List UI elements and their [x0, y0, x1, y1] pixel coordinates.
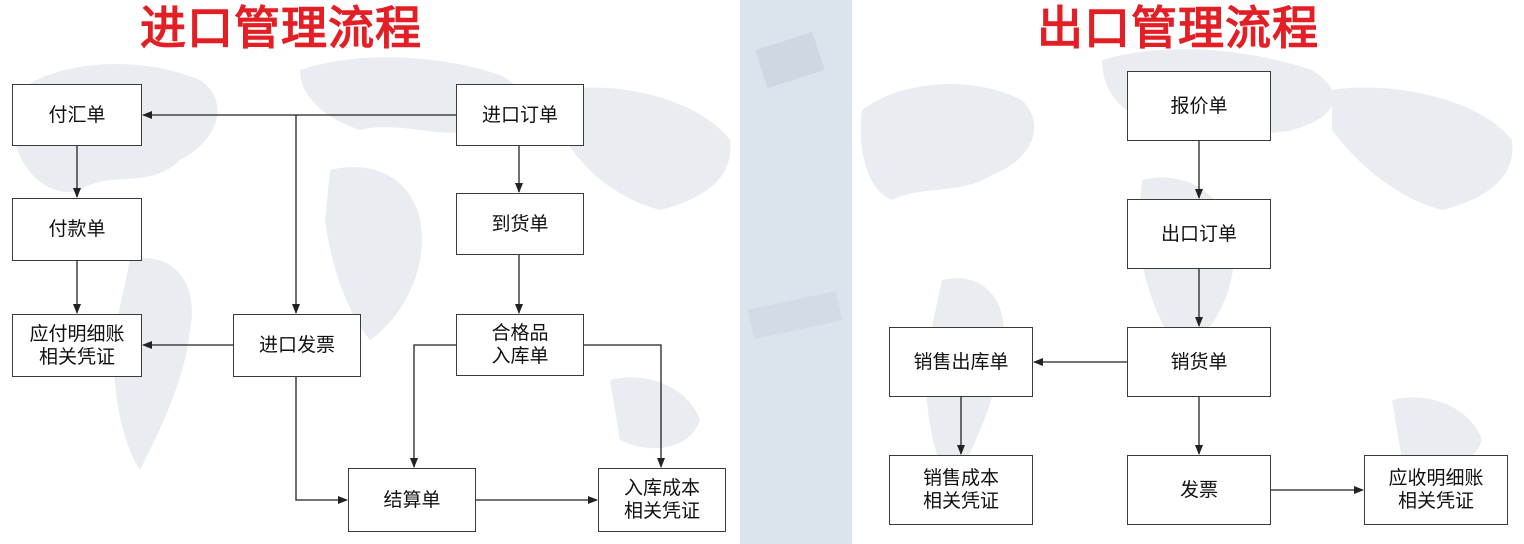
node-label-line-2: 相关凭证 — [1397, 490, 1474, 512]
import-flow-panel: 进口管理流程 付汇单 进口订单 付款单 到货单 应 — [0, 0, 740, 544]
node-label: 报价单 — [1170, 94, 1228, 117]
node-label-line-1: 入库成本 — [623, 477, 700, 500]
export-flow-title: 出口管理流程 — [1037, 1, 1319, 55]
node-sales: 销货单 — [1127, 327, 1271, 397]
node-label-line-2: 相关凭证 — [623, 500, 700, 522]
connector-inbound-to-cost — [583, 344, 665, 468]
node-import-order: 进口订单 — [456, 84, 584, 146]
node-label: 出口订单 — [1160, 222, 1237, 245]
import-flow-title: 进口管理流程 — [140, 1, 422, 55]
node-label-line-1: 应收明细账 — [1388, 467, 1484, 490]
node-label: 结算单 — [383, 488, 441, 511]
export-flow-connectors — [957, 141, 1364, 494]
node-sales-outbound: 销售出库单 — [889, 327, 1033, 397]
node-invoice: 发票 — [1127, 455, 1271, 525]
node-payment: 付款单 — [12, 198, 142, 261]
node-payment-remit: 付汇单 — [12, 84, 142, 146]
node-export-order: 出口订单 — [1127, 199, 1271, 269]
export-flow-panel: 出口管理流程 报价单 出口订单 销售出库单 销货单 销售成本 相关凭证 发票 — [852, 0, 1524, 544]
node-settlement: 结算单 — [348, 468, 476, 532]
node-label-line-2: 相关凭证 — [922, 490, 999, 512]
connector-inbound-to-settlement — [410, 344, 456, 468]
import-flow-connectors — [73, 111, 665, 504]
node-label: 销货单 — [1170, 350, 1228, 373]
node-label: 到货单 — [491, 212, 549, 235]
node-label: 付款单 — [48, 218, 106, 241]
node-inbound-cost: 入库成本 相关凭证 — [598, 468, 726, 532]
node-import-invoice: 进口发票 — [233, 314, 361, 377]
node-label-line-1: 销售成本 — [922, 467, 999, 490]
node-label-line-2: 入库单 — [491, 345, 549, 367]
node-label: 进口发票 — [258, 334, 335, 357]
node-qualified-inbound: 合格品 入库单 — [456, 314, 584, 376]
node-payable-ledger: 应付明细账 相关凭证 — [12, 314, 142, 377]
node-arrival: 到货单 — [456, 193, 584, 255]
background-strip — [740, 0, 852, 544]
node-label-line-1: 合格品 — [491, 322, 549, 345]
node-sales-cost: 销售成本 相关凭证 — [889, 455, 1033, 525]
node-label: 进口订单 — [481, 103, 558, 126]
node-label-line-2: 相关凭证 — [38, 345, 115, 368]
node-label: 付汇单 — [48, 103, 106, 126]
connector-invoice-to-settlement — [295, 376, 348, 504]
node-label: 销售出库单 — [913, 350, 1009, 373]
node-label: 发票 — [1179, 478, 1218, 501]
node-quotation: 报价单 — [1127, 71, 1271, 141]
node-label-line-1: 应付明细账 — [29, 322, 125, 345]
node-receivable-ledger: 应收明细账 相关凭证 — [1364, 455, 1508, 525]
